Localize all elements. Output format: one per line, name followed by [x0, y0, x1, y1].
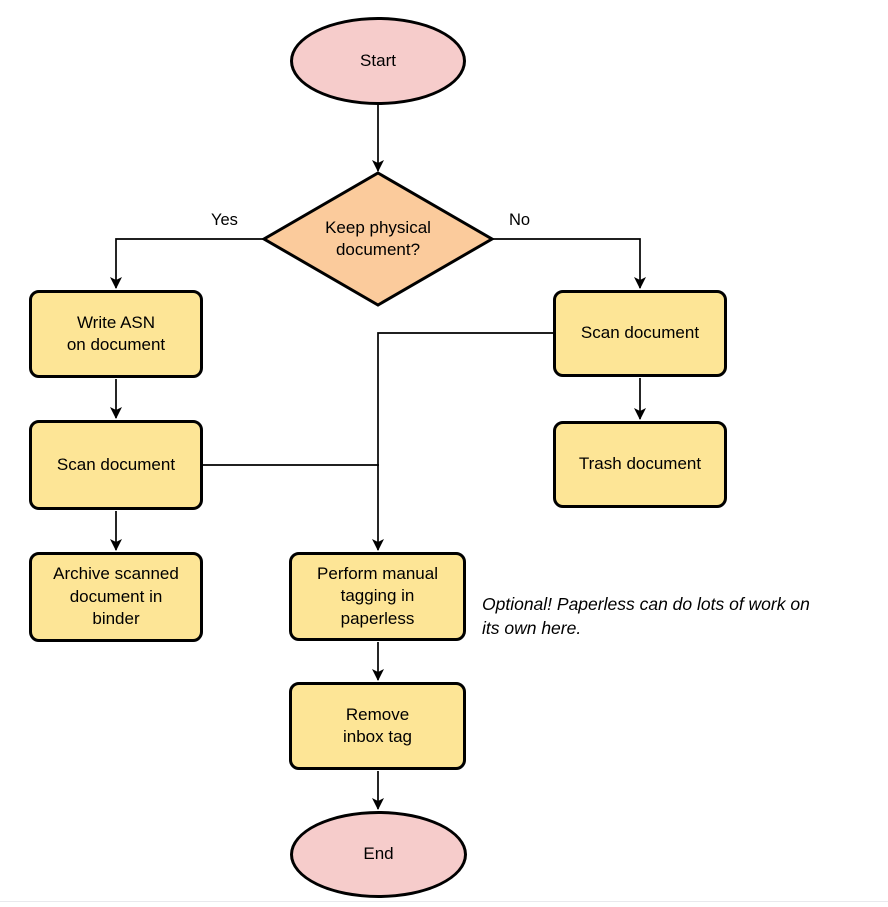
- edge-decision-write-asn: [110, 238, 263, 289]
- process-node-manual-tagging: Perform manual tagging in paperless: [289, 552, 466, 641]
- process-node-remove-inbox-tag: Remove inbox tag: [289, 682, 466, 770]
- edge-label-no: No: [509, 211, 531, 229]
- process-node-archive-in-binder: Archive scanned document in binder: [29, 552, 203, 642]
- edge-label-yes: Yes: [211, 211, 238, 229]
- process-node-trash-document: Trash document: [553, 421, 727, 508]
- process-node-scan-document-left: Scan document: [29, 420, 203, 510]
- decision-diamond-shape: [261, 171, 495, 307]
- page-bottom-divider: [0, 901, 888, 902]
- edge-scan-right-tagging: [372, 332, 553, 551]
- end-node: End: [290, 811, 467, 898]
- process-node-write-asn: Write ASN on document: [29, 290, 203, 378]
- process-node-scan-document-right: Scan document: [553, 290, 727, 377]
- decision-node-label: Keep physical document?: [325, 217, 431, 259]
- edge-decision-scan-right: [493, 238, 646, 289]
- start-node: Start: [290, 17, 466, 105]
- optional-note: Optional! Paperless can do lots of work …: [482, 594, 810, 639]
